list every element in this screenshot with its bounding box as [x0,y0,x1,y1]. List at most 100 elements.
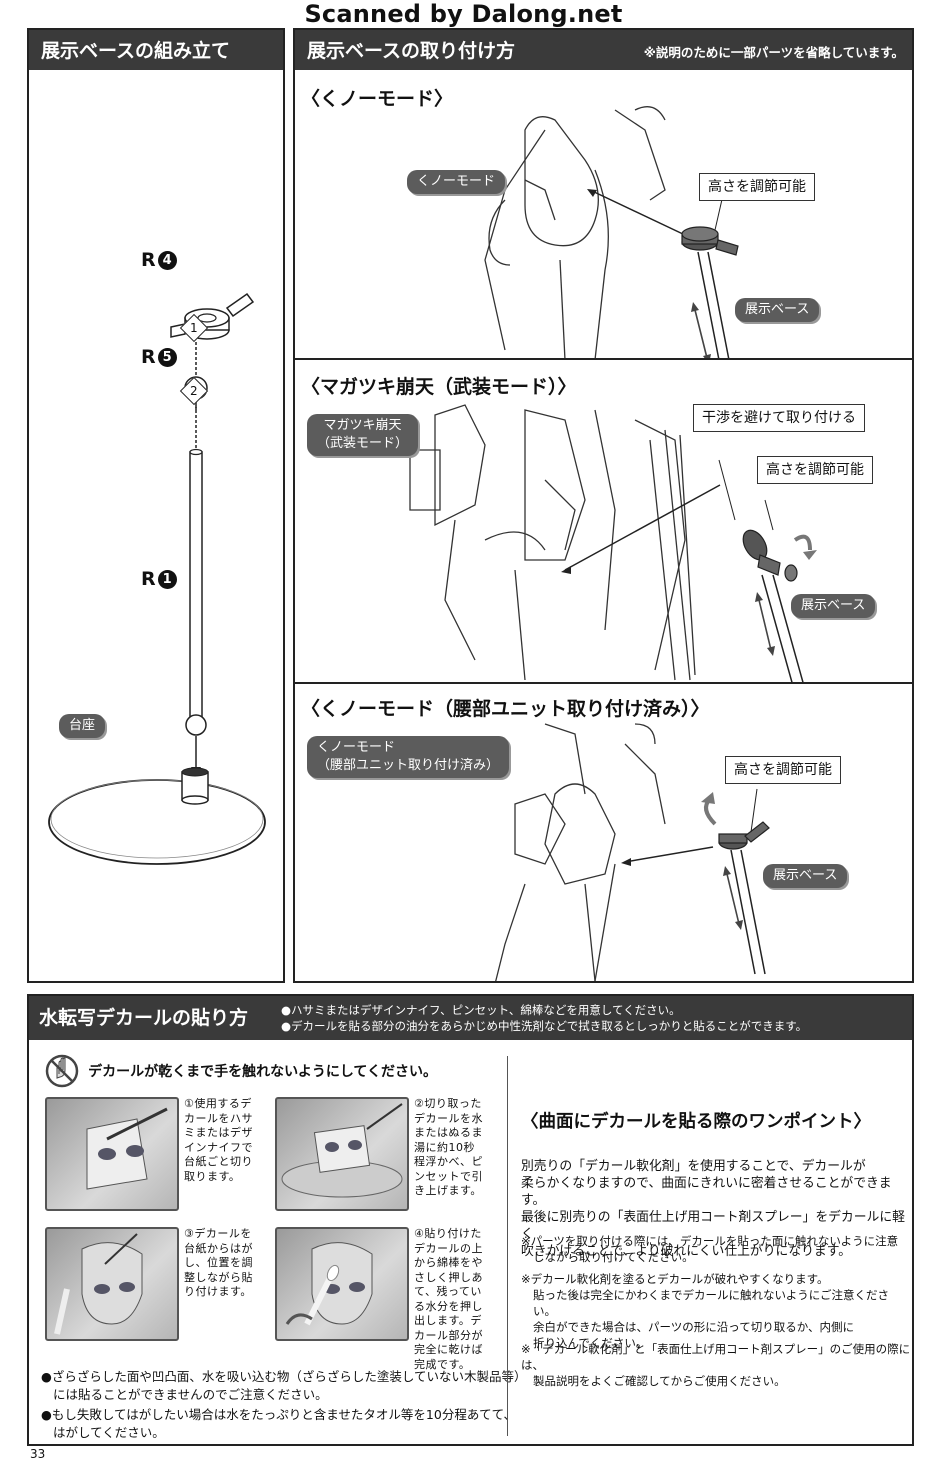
step-text-line: から綿棒をや [414,1256,483,1269]
step1-text: ①使用するデ カールをハサ ミまたはデザ インナイフで 台紙ごと切り 取ります。 [184,1097,253,1184]
omission-note: ※説明のために一部パーツを省略しています。 [643,45,904,60]
step-marker-1: 1 [179,313,209,343]
rotate-arrow-icon [793,534,817,560]
step-text-line: 完全に乾けば [414,1343,483,1356]
decal-preparation-notes: ●ハサミまたはデザインナイフ、ピンセット、綿棒などを用意してください。 ●デカー… [281,1002,807,1034]
surface-caution-note: ●ざらざらした面や凹凸面、水を吸い込む物（ざらざらした塗装していない木製品等） … [41,1368,527,1404]
step-text-line: ②切り取った [414,1097,482,1110]
mode-label-line: マガツキ崩天 [323,418,402,433]
section-heading: 〈くノーモード〉 [301,88,454,110]
section-kunoichi-mode: 〈くノーモード〉 [295,70,912,360]
section-kunoichi-waist-unit: 〈くノーモード（腰部ユニット取り付け済み）〉 [295,682,912,981]
step-text-line: ①使用するデ [184,1097,252,1110]
tip-note-line: 折り込んでください。 [533,1336,648,1350]
display-base-label: 展示ベース [763,864,848,888]
decal-soak-illustration [281,1103,403,1198]
step3-text: ③デカールを 台紙からはが し、位置を調 整しながら貼 り付けます。 [184,1227,253,1300]
display-base-label: 展示ベース [791,594,876,618]
part-number-badge: 4 [157,251,177,270]
vertical-divider [507,1056,508,1436]
tip-note-2: ※デカール軟化剤を塗るとデカールが破れやすくなります。 貼った後は完全にかわくま… [521,1271,912,1351]
step-text-line: て、残ってい [414,1285,482,1298]
right-panel: 展示ベースの取り付け方 ※説明のために一部パーツを省略しています。 〈くノーモー… [293,28,914,983]
tip-body-line: 最後に別売りの「表面仕上げ用コート剤スプレー」をデカールに軽く [521,1210,905,1242]
stand-assembly-diagram [48,292,266,865]
section-heading: 〈くノーモード（腰部ユニット取り付け済み）〉 [301,698,710,720]
stand-joint-icon [718,821,770,850]
step-text-line: き上げます。 [414,1184,482,1197]
step3-photo [45,1227,179,1341]
step-number: 2 [190,383,198,398]
part-number-badge: 1 [157,570,177,589]
warning-text: デカールが乾くまで手を触れないようにしてください。 [88,1064,437,1080]
part-letter: R [141,568,156,590]
preparation-note: ●ハサミまたはデザインナイフ、ピンセット、綿棒などを用意してください。 [281,1003,681,1017]
step-text-line: インナイフで [184,1140,253,1154]
height-adjust-callout: 高さを調節可能 [757,456,873,484]
height-adjust-arrow-icon [723,866,743,930]
tip-heading: 〈曲面にデカールを貼る際のワンポイント〉 [521,1112,871,1132]
part-letter: R [141,346,156,368]
step-text-line: さしく押しあ [414,1270,483,1284]
left-panel: 展示ベースの組み立て R 4 [27,28,285,983]
part-number-badge: 5 [157,348,177,367]
kunoichi-figure-drawing [484,106,739,360]
rotate-arrow-icon [701,792,717,826]
removal-note: ●もし失敗してはがしたい場合は水をたっぷりと含ませたタオル等を10分程あてて、 … [41,1406,516,1442]
tip-note-line: ※デカール軟化剤を塗るとデカールが破れやすくなります。 [521,1272,829,1286]
note-line: ●ざらざらした面や凹凸面、水を吸い込む物（ざらざらした塗装していない木製品等） [41,1369,527,1384]
tip-body-line: 柔らかくなりますので、曲面にきれいに密着させることができます。 [521,1176,892,1208]
step-text-line: ④貼り付けた [414,1227,482,1240]
step-text-line: 完成です。 [414,1357,471,1371]
mode-label: くノーモード （腰部ユニット取り付け済み） [307,736,510,778]
height-adjust-callout: 高さを調節可能 [725,756,841,784]
mode-label: マガツキ崩天 （武装モード） [307,414,419,456]
step-text-line: り付けます。 [184,1285,252,1298]
decal-cut-illustration [86,1107,168,1190]
display-base-label: 展示ベース [735,298,820,322]
tip-note-line: 貼った後は完全にかわくまでデカールに触れないようにご注意ください。 [533,1288,890,1318]
decal-press-illustration [285,1242,373,1326]
note-line: ●もし失敗してはがしたい場合は水をたっぷりと含ませたタオル等を10分程あてて、 [41,1407,516,1422]
mode-label-line: （腰部ユニット取り付け済み） [317,758,500,773]
tip-note-line: ※パーツを取り付ける際には、デカールを貼った面に触れないように注意 [521,1234,899,1248]
no-touch-warning: デカールが乾くまで手を触れないようにしてください。 [45,1054,437,1088]
step-text-line: ミまたはデザ [184,1126,253,1139]
step-text-line: 出します。デ [414,1314,482,1327]
step-text-line: 台紙ごと切り [184,1155,253,1168]
step-text-line: る水分を押し [414,1299,483,1313]
tip-body-line: 吹きかけることで、より破れにくい仕上がりになります。 [521,1244,852,1259]
decal-apply-illustration [54,1233,143,1335]
decal-panel-title: 水転写デカールの貼り方 [39,1007,249,1029]
step-text-line: 整しながら貼 [184,1270,253,1284]
left-panel-title: 展示ベースの組み立て [41,40,231,62]
step-text-line: またはぬるま [414,1126,483,1139]
step-marker-2: 2 [179,376,209,406]
step-text-line: 程浮かべ、ピ [414,1155,483,1168]
mode-label: くノーモード [407,170,506,194]
tip-note-3: ※「デカール軟化剤」と「表面仕上げ用コート剤スプレー」のご使用の際には、 製品説… [521,1341,912,1389]
step2-photo [275,1097,409,1211]
height-adjust-arrow-icon [755,592,775,656]
step-text-line: 台紙からはが [184,1241,253,1255]
decal-panel-header: 水転写デカールの貼り方 ●ハサミまたはデザインナイフ、ピンセット、綿棒などを用意… [29,996,912,1040]
kunoichi-waist-figure-drawing [495,723,770,981]
step-text-line: 取ります。 [184,1169,241,1183]
step1-photo [45,1097,179,1211]
stand-joint-icon [742,529,798,582]
step-number: 1 [190,320,198,335]
step-text-line: カール部分が [414,1328,483,1342]
tip-note-line: 余白ができた場合は、パーツの形に沿って切り取るか、内側に [533,1320,854,1334]
tip-note-line: しながら取り付けてください。 [533,1250,694,1264]
step-text-line: デカールの上 [414,1241,483,1255]
tip-body: 別売りの「デカール軟化剤」を使用することで、デカールが 柔らかくなりますので、曲… [521,1158,912,1260]
stand-joint-icon [681,226,739,256]
display-base [48,767,266,865]
mode-label-line: くノーモード [317,740,396,755]
part-r1-rod [189,451,203,718]
height-adjust-callout: 高さを調節可能 [699,173,815,201]
note-line: はがしてください。 [53,1425,165,1440]
section-heading: 〈マガツキ崩天（武装モード）〉 [301,376,577,398]
right-panel-header: 展示ベースの取り付け方 ※説明のために一部パーツを省略しています。 [295,30,912,70]
